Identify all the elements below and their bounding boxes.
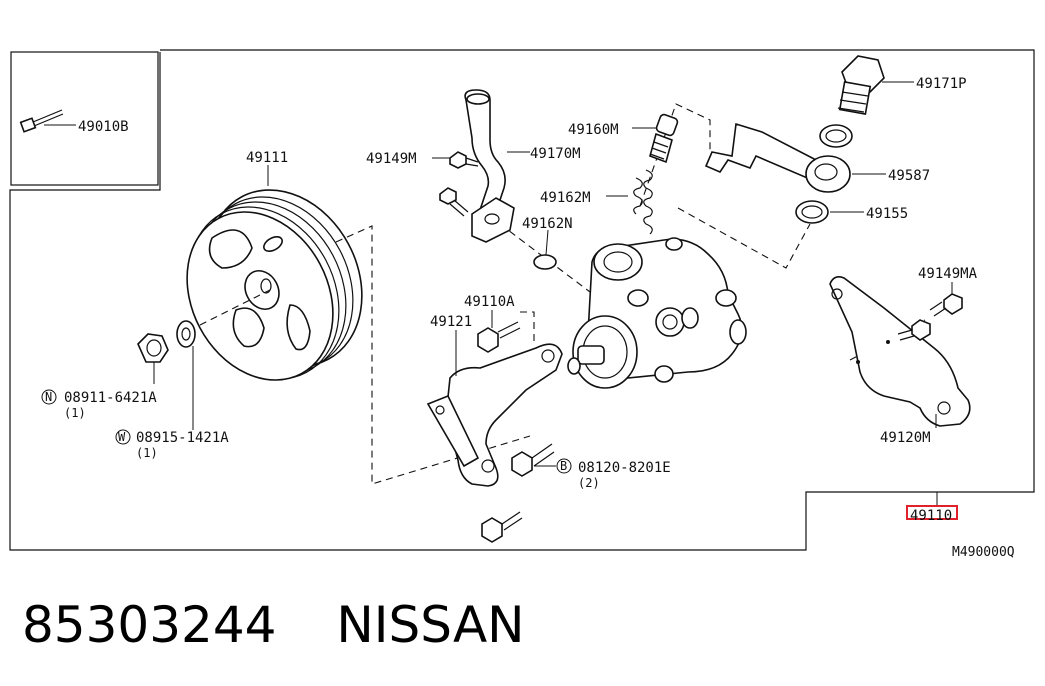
label-bolt-qty: (2): [578, 476, 600, 490]
brand-name: NISSAN: [336, 596, 525, 654]
label-49149ma: 49149MA: [918, 266, 978, 282]
bolt-symbol-circle: [556, 458, 572, 474]
fitting-49171p-drawing: [837, 55, 914, 115]
label-49121: 49121: [430, 314, 472, 330]
label-49111: 49111: [246, 150, 288, 166]
bolt-49010b-drawing: [19, 109, 76, 133]
pulley-49111-drawing: [186, 165, 363, 381]
dashed-guide-shaft: [199, 289, 271, 326]
valve-drawing: [632, 113, 679, 164]
washer-symbol: W: [118, 430, 126, 444]
label-49171p: 49171P: [916, 76, 967, 92]
label-49162m: 49162M: [540, 190, 591, 206]
label-nut-code: 08911-6421A: [64, 390, 157, 406]
washer-49155-drawing: [795, 124, 864, 224]
dashed-guide-fitting: [677, 207, 811, 269]
nut-symbol: N: [45, 390, 52, 404]
label-49587: 49587: [888, 168, 930, 184]
nut-symbol-circle: [41, 389, 57, 405]
spring-drawing: [606, 169, 653, 235]
label-49010b: 49010B: [78, 119, 129, 135]
label-49110a: 49110A: [464, 294, 515, 310]
bracket-49120m-drawing: [829, 276, 971, 428]
label-49110[interactable]: 49110: [910, 508, 952, 524]
dashed-guide-pipe: [499, 223, 591, 293]
label-49162n: 49162N: [522, 216, 573, 232]
label-49120m: 49120M: [880, 430, 931, 446]
label-washer-qty: (1): [136, 446, 158, 460]
label-49170m: 49170M: [530, 146, 581, 162]
eye-bolt-49587-drawing: [704, 122, 886, 193]
highlight-box-49110[interactable]: [906, 505, 958, 520]
main-frame: [9, 49, 1035, 551]
label-49155: 49155: [866, 206, 908, 222]
bolt-49149m-drawing: [432, 151, 479, 217]
diagram-ref: M490000Q: [952, 545, 1015, 560]
inset-frame: [10, 51, 159, 186]
washer-drawing: [176, 320, 196, 430]
label-49160m: 49160M: [568, 122, 619, 138]
footer-caption: 85303244 NISSAN: [22, 596, 525, 654]
bolt-49149ma-drawing: [897, 282, 963, 341]
dashed-guide-pulley: [335, 225, 531, 485]
suction-pipe-drawing: [464, 89, 530, 243]
pump-body-drawing: [567, 237, 747, 389]
bolt-symbol: B: [560, 459, 567, 473]
label-49149m: 49149M: [366, 151, 417, 167]
label-bolt-code: 08120-8201E: [578, 460, 671, 476]
label-washer-code: 08915-1421A: [136, 430, 229, 446]
washer-symbol-circle: [115, 429, 131, 445]
dashed-guide-bracket: [520, 311, 535, 342]
part-number: 85303244: [22, 596, 277, 654]
bolt-49110a-drawing: [477, 310, 521, 353]
leader-49162n: [545, 229, 549, 256]
nut-drawing: [137, 333, 169, 384]
o-ring-49162n-drawing: [533, 254, 557, 270]
label-nut-qty: (1): [64, 406, 86, 420]
bracket-49121-drawing: [426, 330, 563, 487]
bolt-08120-drawing: [481, 443, 556, 543]
